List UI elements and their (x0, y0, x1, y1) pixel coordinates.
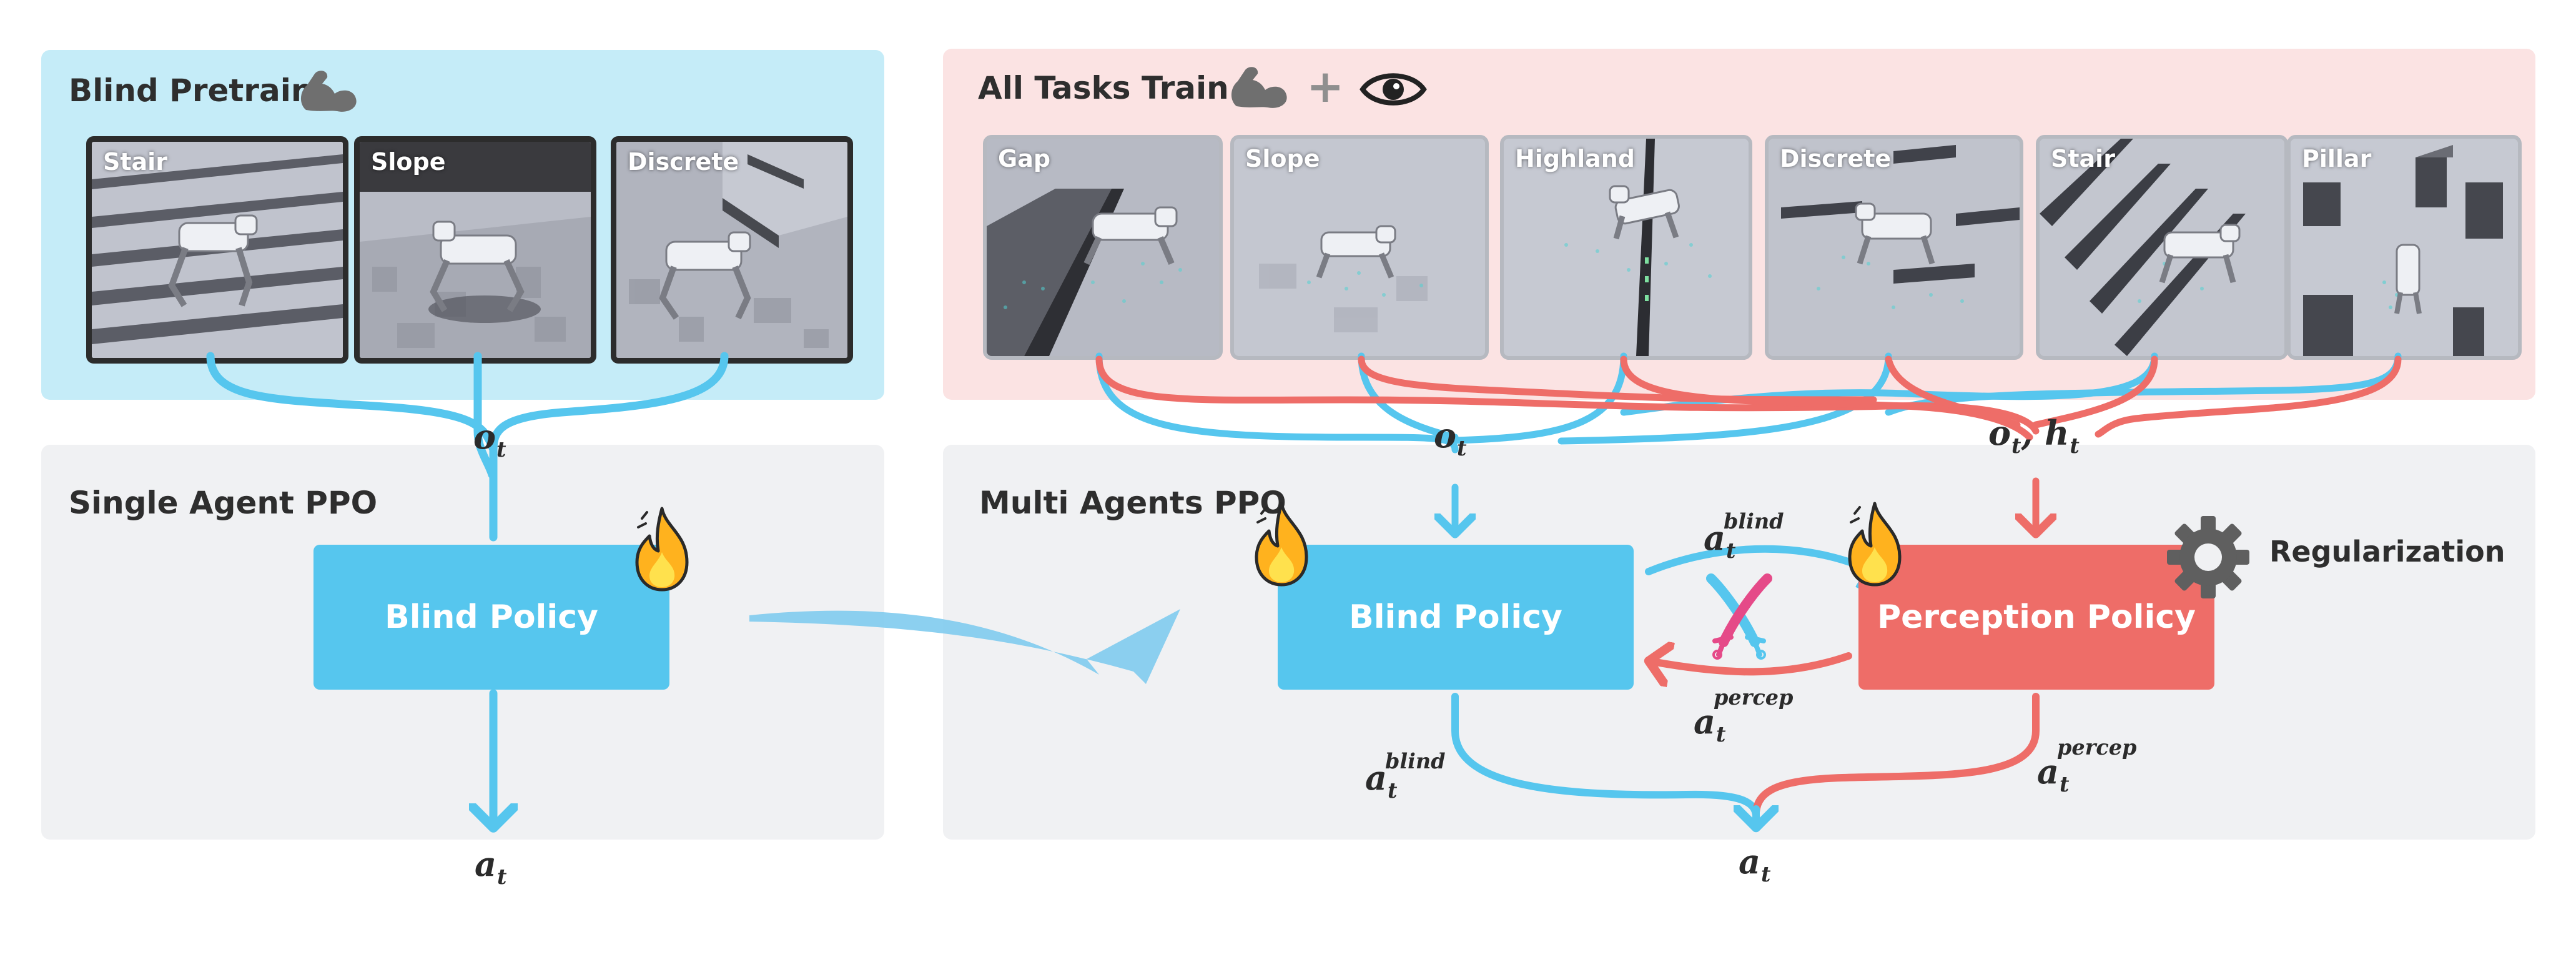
muscle-icon (294, 66, 362, 116)
a-blind-bottom-label: at blind (1365, 749, 1446, 803)
thumbnail-stair: Stair (2036, 135, 2288, 360)
policy-label: Blind Policy (385, 598, 598, 636)
thumbnail-pillar: Pillar (2287, 135, 2522, 360)
thumbnail-discrete: Discrete (1765, 135, 2023, 360)
regularization-label: Regularization (2269, 535, 2505, 568)
thumbnail-label: Stair (2051, 145, 2115, 172)
obs-heightmap-label: ot, ht (1988, 413, 2080, 458)
thumbnail-discrete-pretrain: Discrete (611, 136, 853, 364)
a-percep-mid-label: at percep (1694, 685, 1794, 746)
fire-icon (1250, 500, 1313, 587)
thumbnail-label: Slope (371, 148, 446, 176)
blind-policy-single: Blind Policy (313, 545, 669, 690)
action-label-right: at (1739, 841, 1771, 886)
thumbnail-label: Highland (1515, 145, 1636, 172)
fire-icon (631, 505, 693, 592)
multi-agents-ppo-title: Multi Agents PPO (979, 485, 1286, 521)
thumbnail-slope: Slope (1230, 135, 1489, 360)
thumbnail-label: Discrete (628, 148, 739, 176)
thumbnail-label: Gap (998, 145, 1051, 172)
a-percep-bottom-label: at percep (2037, 735, 2137, 796)
single-agent-ppo-title: Single Agent PPO (69, 485, 378, 521)
blind-pretrain-title: Blind Pretrain (69, 72, 313, 109)
gear-icon (2164, 513, 2252, 601)
thumbnail-label: Stair (103, 148, 167, 176)
perception-policy: Perception Policy (1858, 545, 2214, 690)
a-blind-top-label: at blind (1704, 509, 1784, 563)
fire-icon (1843, 500, 1906, 587)
muscle-icon (1224, 62, 1293, 112)
all-tasks-train-title: All Tasks Train (978, 70, 1229, 106)
thumbnail-gap: Gap (983, 135, 1223, 360)
transfer-arrow (749, 609, 1180, 684)
crossed-swords-icon (1699, 572, 1780, 660)
thumbnail-label: Slope (1245, 145, 1320, 172)
thumbnail-stair-pretrain: Stair (86, 136, 348, 364)
thumbnail-highland: Highland (1500, 135, 1752, 360)
thumbnail-slope-pretrain: Slope (354, 136, 596, 364)
thumbnail-label: Discrete (1780, 145, 1892, 172)
policy-label: Perception Policy (1877, 598, 2196, 636)
eye-icon (1359, 67, 1428, 111)
thumbnail-label: Pillar (2302, 145, 2372, 172)
plus-sign: + (1306, 60, 1345, 112)
policy-label: Blind Policy (1349, 598, 1562, 636)
multi-agents-ppo-panel (943, 445, 2535, 840)
obs-label-right: ot (1434, 415, 1467, 460)
obs-label-left: ot (473, 417, 506, 462)
action-label-left: at (475, 844, 507, 889)
blind-policy-multi: Blind Policy (1278, 545, 1634, 690)
